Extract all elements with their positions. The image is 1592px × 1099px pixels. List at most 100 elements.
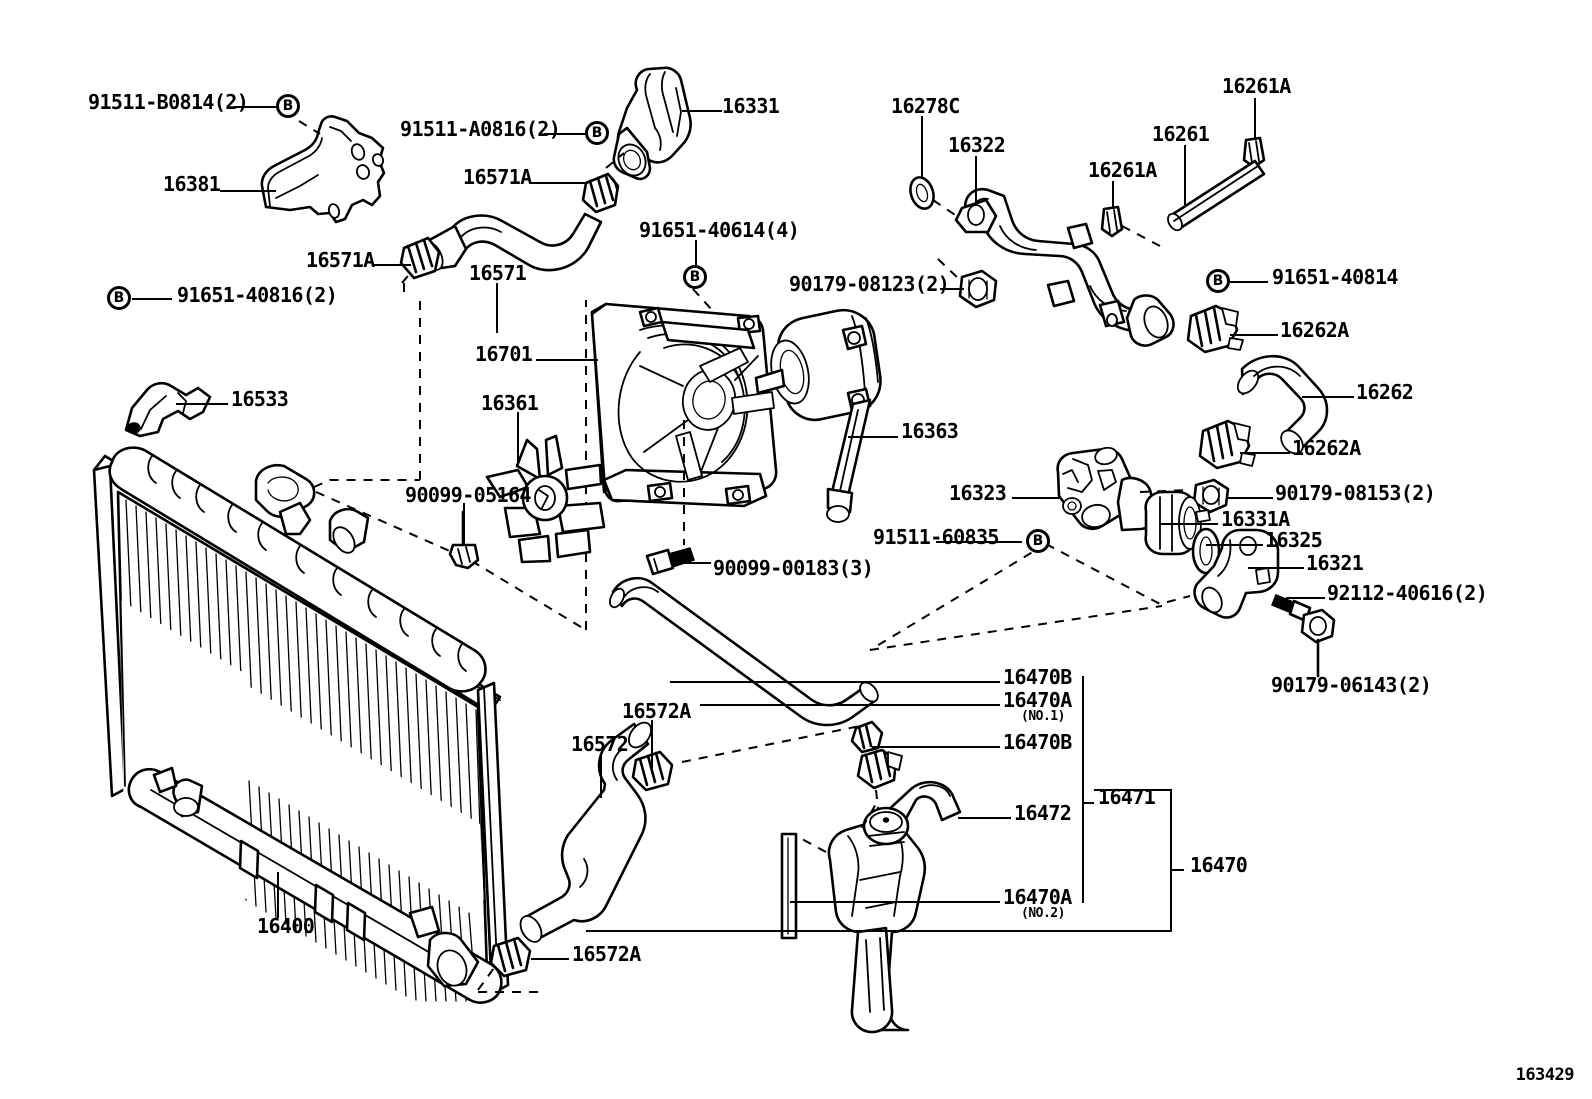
callout-16400: 16400	[257, 914, 315, 938]
part-16331-water-inlet	[613, 68, 690, 180]
leader-91511-A0816	[544, 133, 585, 135]
part-90179-08123-nut	[960, 271, 996, 307]
leader-16572A-lower	[531, 958, 569, 960]
callout-16572: 16572	[571, 732, 629, 756]
leader-16701	[536, 359, 598, 361]
callout-91651-40614: 91651-40614(4)	[639, 218, 800, 242]
part-90099-00183-screw	[647, 548, 694, 574]
callout-91511-60835: 91511-60835	[873, 525, 999, 549]
leader-16363	[848, 436, 898, 438]
bolt-circle-91511-A0816[interactable]: B	[585, 121, 609, 145]
callout-16470A-no1: 16470A	[1003, 688, 1072, 712]
part-16701-fan-shroud	[592, 304, 776, 506]
bracket-16471-vertical	[1082, 676, 1084, 903]
callout-16325: 16325	[1265, 528, 1323, 552]
callout-16322: 16322	[948, 133, 1006, 157]
bolt-circle-glyph: B	[591, 125, 603, 141]
callout-16701: 16701	[475, 342, 533, 366]
bolt-circle-glyph: B	[113, 290, 125, 306]
part-16361-fan-blade	[487, 436, 604, 562]
leader-16261	[1184, 145, 1186, 205]
leader-16361	[517, 412, 519, 464]
callout-16571A-upper: 16571A	[463, 165, 532, 189]
leader-16325	[1206, 544, 1263, 546]
bolt-circle-glyph: B	[282, 98, 294, 114]
bracket-16470-bottom	[586, 930, 1172, 932]
callout-90179-08153: 90179-08153(2)	[1275, 481, 1436, 505]
part-16571A-clamp-lower	[401, 238, 439, 278]
part-16533-mount-bracket	[126, 383, 210, 436]
callout-91511-A0816: 91511-A0816(2)	[400, 117, 561, 141]
part-16572-lower-hose	[516, 718, 655, 945]
leader-16470B-1	[670, 681, 1000, 683]
leader-16278C	[921, 116, 923, 178]
leader-16262	[1302, 396, 1354, 398]
part-16470B-clamp-upper	[852, 722, 882, 752]
part-16571A-clamp-upper	[583, 174, 618, 212]
bolt-circle-glyph: B	[1032, 533, 1044, 549]
leader-16571A-upper	[530, 182, 588, 184]
radiator-cap	[256, 465, 314, 534]
part-16261A-clamp-left	[1102, 207, 1122, 236]
leader-16470A-no1	[700, 704, 1000, 706]
callout-16262A-upper: 16262A	[1280, 318, 1349, 342]
callout-16470B-1: 16470B	[1003, 665, 1072, 689]
callout-90099-05164: 90099-05164	[405, 483, 531, 507]
bolt-circle-91651-40614[interactable]: B	[683, 265, 707, 289]
leader-90179-08153	[1228, 497, 1273, 499]
part-16470-reservoir-hose-run	[607, 578, 881, 725]
bracket-16470-top	[1094, 789, 1172, 791]
part-16322-bypass-pipe	[956, 189, 1173, 345]
part-16261A-clamp-right	[1244, 138, 1264, 167]
part-16261-bypass-hose	[1165, 161, 1264, 233]
callout-16470A-no2: 16470A	[1003, 885, 1072, 909]
bolt-circle-91511-B0814[interactable]: B	[276, 94, 300, 118]
callout-16571: 16571	[469, 261, 527, 285]
part-16278C-gasket	[907, 174, 938, 211]
callout-16572A-upper: 16572A	[622, 699, 691, 723]
leader-16261A-right	[1254, 98, 1256, 140]
leader-16262A-upper	[1230, 334, 1278, 336]
callout-90179-06143: 90179-06143(2)	[1271, 673, 1432, 697]
leader-91511-B0814	[234, 106, 276, 108]
leader-16331	[682, 110, 722, 112]
bolt-circle-91651-40816[interactable]: B	[107, 286, 131, 310]
callout-91651-40814: 91651-40814	[1272, 265, 1398, 289]
callout-16381: 16381	[163, 172, 221, 196]
callout-92112-40616: 92112-40616(2)	[1327, 581, 1488, 605]
leader-16470A-no2	[790, 901, 1000, 903]
part-16262A-clamp-lower	[1200, 421, 1255, 468]
part-16572A-clamp-lower	[491, 938, 530, 976]
leader-90099-00183	[672, 562, 711, 564]
callout-16261A-right: 16261A	[1222, 74, 1291, 98]
callout-16323: 16323	[949, 481, 1007, 505]
callout-16572A-lower: 16572A	[572, 942, 641, 966]
callout-16470B-2: 16470B	[1003, 730, 1072, 754]
sheet-id: 163429	[1515, 1065, 1575, 1085]
callout-16278C: 16278C	[891, 94, 960, 118]
callout-90099-00183: 90099-00183(3)	[713, 556, 874, 580]
callout-16363: 16363	[901, 419, 959, 443]
part-16262A-clamp-upper	[1188, 306, 1243, 352]
leader-16470B-2	[872, 746, 1000, 748]
leader-16533	[176, 403, 228, 405]
part-16262-bypass-hose	[1234, 356, 1327, 458]
bolt-circle-glyph: B	[689, 269, 701, 285]
part-16470A-no2-bracket	[782, 834, 796, 938]
callout-16331: 16331	[722, 94, 780, 118]
part-90179-06143-nut	[1302, 610, 1334, 676]
callout-16262: 16262	[1356, 380, 1414, 404]
callout-16470: 16470	[1190, 853, 1248, 877]
bolt-circle-91651-40814[interactable]: B	[1206, 269, 1230, 293]
leader-16400	[277, 872, 279, 918]
leader-16322	[975, 156, 977, 202]
leader-16381	[220, 190, 276, 192]
bolt-circle-91511-60835[interactable]: B	[1026, 529, 1050, 553]
callout-16321: 16321	[1306, 551, 1364, 575]
part-16323-inlet-housing	[1058, 445, 1156, 530]
leader-90179-08123	[940, 288, 964, 290]
leader-16572	[600, 754, 602, 798]
bolt-circle-glyph: B	[1212, 273, 1224, 289]
